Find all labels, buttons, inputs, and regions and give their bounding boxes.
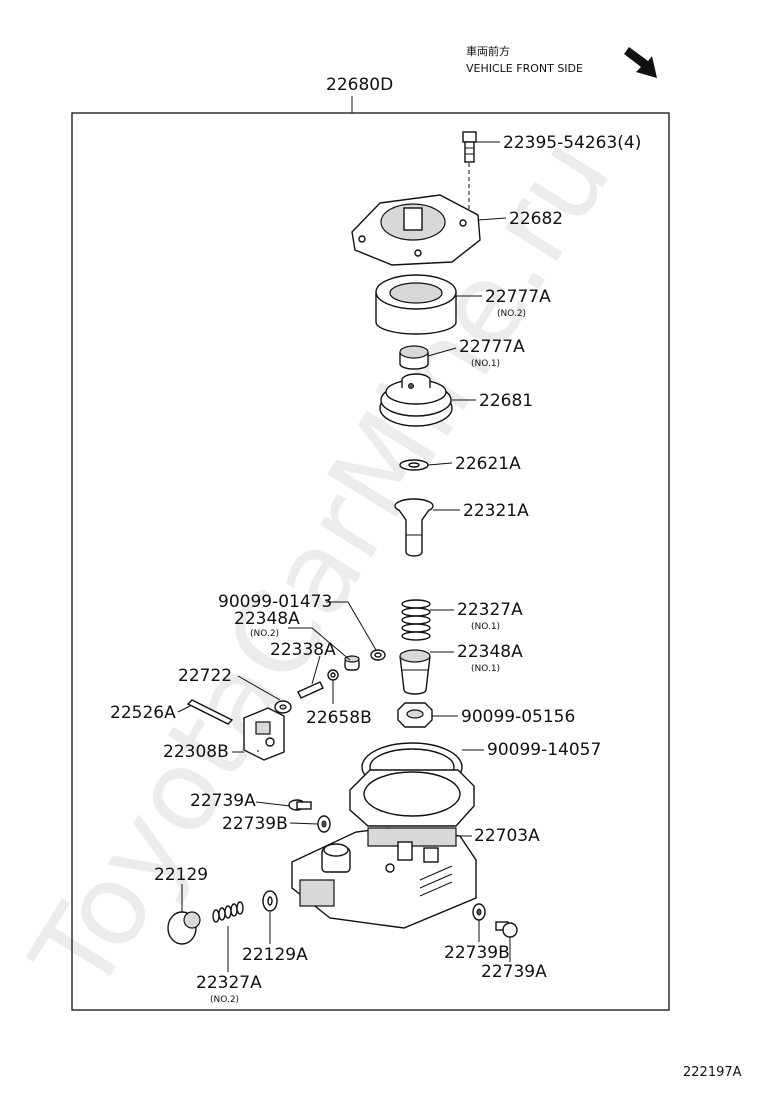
nut-90099-05156-icon bbox=[397, 702, 433, 728]
washer-22129a-icon bbox=[262, 890, 278, 912]
part-note-22348a-no1: (NO.1) bbox=[471, 664, 500, 674]
pin-22338a-icon bbox=[297, 681, 324, 699]
valve-22321a-icon bbox=[394, 498, 434, 557]
part-label-22526a: 22526A bbox=[110, 703, 176, 723]
part-note-22777a-no2: (NO.2) bbox=[497, 309, 526, 319]
part-label-22682: 22682 bbox=[509, 209, 563, 229]
rod-22526a-icon bbox=[186, 699, 234, 725]
part-label-22348a-no1: 22348A bbox=[457, 642, 523, 662]
part-label-22739b-left: 22739B bbox=[222, 814, 288, 834]
body-22703a-icon bbox=[291, 769, 477, 929]
part-label-22348a-no2: 22348A bbox=[234, 609, 300, 629]
part-label-22681: 22681 bbox=[479, 391, 533, 411]
part-label-22129a: 22129A bbox=[242, 945, 308, 965]
ring-22777a-no2-icon bbox=[375, 274, 457, 335]
bracket-22308b-icon bbox=[243, 707, 285, 761]
part-label-90099-14057: 90099-14057 bbox=[487, 740, 601, 760]
screw-22739a-right-icon bbox=[495, 921, 518, 938]
assembly-frame bbox=[71, 112, 670, 1011]
valve-seat-22348a-no1-icon bbox=[399, 649, 431, 695]
washer-22739b-right-icon bbox=[472, 903, 486, 921]
part-label-22703a: 22703A bbox=[474, 826, 540, 846]
part-label-22327a-no1: 22327A bbox=[457, 600, 523, 620]
part-label-90099-05156: 90099-05156 bbox=[461, 707, 575, 727]
leader-lines bbox=[177, 141, 511, 972]
part-label-22777a-no1: 22777A bbox=[459, 337, 525, 357]
part-label-22722: 22722 bbox=[178, 666, 232, 686]
screw-22739a-left-icon bbox=[288, 799, 312, 811]
part-note-22348a-no2: (NO.2) bbox=[250, 629, 279, 639]
washer-22739b-left-icon bbox=[317, 815, 331, 833]
assembly-label: 22680D bbox=[326, 75, 393, 95]
part-label-22129: 22129 bbox=[154, 865, 208, 885]
part-label-22739b-right: 22739B bbox=[444, 943, 510, 963]
part-label-22308b: 22308B bbox=[163, 742, 229, 762]
part-label-22658b: 22658B bbox=[306, 708, 372, 728]
part-label-22621a: 22621A bbox=[455, 454, 521, 474]
part-label-90099-01473: 90099-01473 bbox=[218, 592, 332, 612]
plug-22129-icon bbox=[167, 911, 201, 945]
diaphragm-22681-icon bbox=[379, 373, 453, 427]
cover-plate-22682-icon bbox=[351, 194, 481, 266]
cup-22777a-no1-icon bbox=[399, 345, 429, 370]
diagram-reference-code: 222197A bbox=[683, 1065, 742, 1080]
part-label-22739a-left: 22739A bbox=[190, 791, 256, 811]
part-label-22395: 22395-54263(4) bbox=[503, 133, 641, 153]
direction-label-japanese: 車両前方 bbox=[466, 44, 510, 58]
part-label-22739a-right: 22739A bbox=[481, 962, 547, 982]
part-label-22327a-no2: 22327A bbox=[196, 973, 262, 993]
part-label-22338a: 22338A bbox=[270, 640, 336, 660]
part-label-22777a-no2: 22777A bbox=[485, 287, 551, 307]
seal-22722-icon bbox=[274, 700, 292, 714]
part-note-22777a-no1: (NO.1) bbox=[471, 359, 500, 369]
part-label-22321a: 22321A bbox=[463, 501, 529, 521]
part-note-22327a-no1: (NO.1) bbox=[471, 622, 500, 632]
washer-22621a-icon bbox=[399, 459, 429, 471]
o-ring-90099-01473-icon bbox=[370, 649, 386, 661]
washer-22658b-icon bbox=[327, 669, 339, 681]
spring-22327a-no1-icon bbox=[401, 599, 431, 641]
seat-22348a-no2-icon bbox=[344, 655, 360, 671]
part-note-22327a-no2: (NO.2) bbox=[210, 995, 239, 1005]
spring-22327a-no2-icon bbox=[212, 901, 244, 923]
vehicle-front-direction: 車両前方 VEHICLE FRONT SIDE bbox=[466, 44, 657, 78]
front-arrow-icon bbox=[624, 47, 657, 78]
direction-label-english: VEHICLE FRONT SIDE bbox=[466, 62, 583, 75]
bolt-22395-icon bbox=[462, 131, 477, 212]
